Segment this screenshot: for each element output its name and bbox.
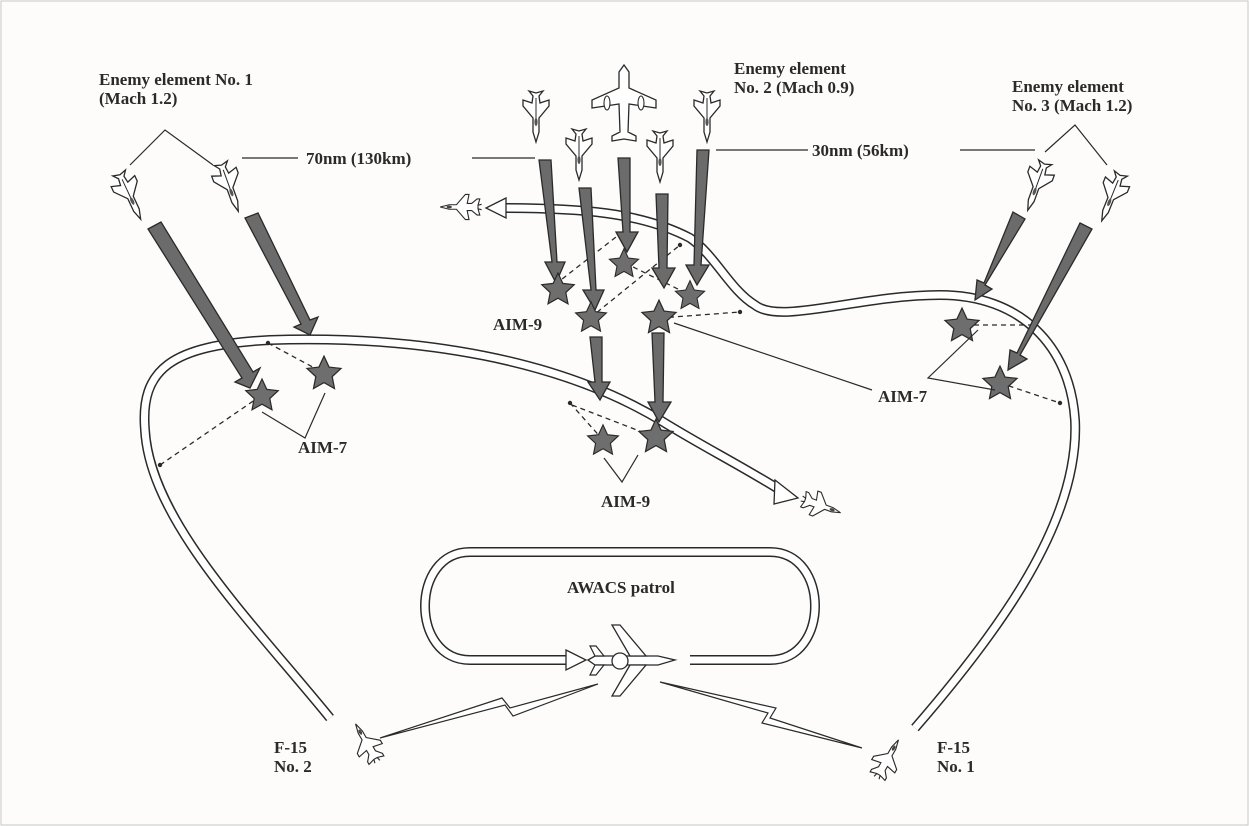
f15-no2-title: F-15	[274, 738, 308, 757]
awacs-track-arrowhead	[565, 648, 588, 672]
enemy-element-2-speed: No. 2 (Mach 0.9)	[734, 78, 855, 97]
f15-no1-number: No. 1	[937, 757, 975, 776]
callout-lines	[129, 124, 1108, 484]
f15-no2-label: F-15 No. 2	[274, 738, 312, 776]
enemy-element-1-speed: (Mach 1.2)	[99, 89, 178, 108]
f15-no2-flight-path	[139, 334, 783, 722]
radio-link-icon	[379, 683, 599, 739]
radio-link-icon	[659, 681, 863, 749]
enemy-element-3-label: Enemy element No. 3 (Mach 1.2)	[1012, 77, 1132, 115]
enemy-element-1-label: Enemy element No. 1 (Mach 1.2)	[99, 70, 253, 108]
missile-hit-bursts	[245, 248, 1018, 455]
f15-no1-label: F-15 No. 1	[937, 738, 975, 776]
enemy-element-2-title: Enemy element	[734, 59, 846, 78]
aim9-lower-label: AIM-9	[601, 492, 651, 511]
f15-no1-title: F-15	[937, 738, 971, 757]
fighter-jet-icon	[646, 130, 674, 183]
range-70nm-label: 70nm (130km)	[306, 149, 412, 168]
f15-icon	[796, 486, 846, 526]
fighter-jet-icon	[565, 128, 593, 181]
enemy-element-3-aircraft	[1014, 157, 1134, 227]
fighter-jet-icon	[1014, 157, 1059, 216]
aim7-left-label: AIM-7	[298, 438, 348, 457]
f15-no1-path-arrowhead	[484, 196, 507, 220]
awacs-racetrack	[420, 547, 820, 665]
f15-no1-flight-path	[499, 203, 1081, 732]
fighter-jet-icon	[207, 158, 252, 217]
f15-icon	[439, 193, 483, 221]
f15-icon	[864, 732, 911, 785]
enemy-element-3-title: Enemy element	[1012, 77, 1124, 96]
enemy-element-1-aircraft	[106, 158, 252, 226]
fighter-jet-icon	[693, 90, 721, 143]
fighter-jet-icon	[522, 90, 550, 143]
fighter-jet-icon	[1089, 168, 1134, 227]
range-30nm-label: 30nm (56km)	[812, 141, 909, 160]
enemy-element-3-speed: No. 3 (Mach 1.2)	[1012, 96, 1133, 115]
awacs-aircraft-icon	[586, 624, 678, 697]
enemy-element-2-label: Enemy element No. 2 (Mach 0.9)	[734, 59, 854, 97]
f15-icon	[343, 716, 390, 769]
fighter-jet-icon	[106, 166, 154, 226]
aim7-right-label: AIM-7	[878, 387, 928, 406]
enemy-element-1-title: Enemy element No. 1	[99, 70, 253, 89]
bomber-icon	[591, 63, 657, 142]
aim9-upper-label: AIM-9	[493, 315, 543, 334]
f15-no2-number: No. 2	[274, 757, 312, 776]
enemy-approach-arrows	[147, 149, 1093, 424]
awacs-patrol-label: AWACS patrol	[567, 578, 675, 597]
f15-no2-path-arrowhead	[773, 478, 800, 505]
missile-tracks	[159, 229, 1061, 466]
